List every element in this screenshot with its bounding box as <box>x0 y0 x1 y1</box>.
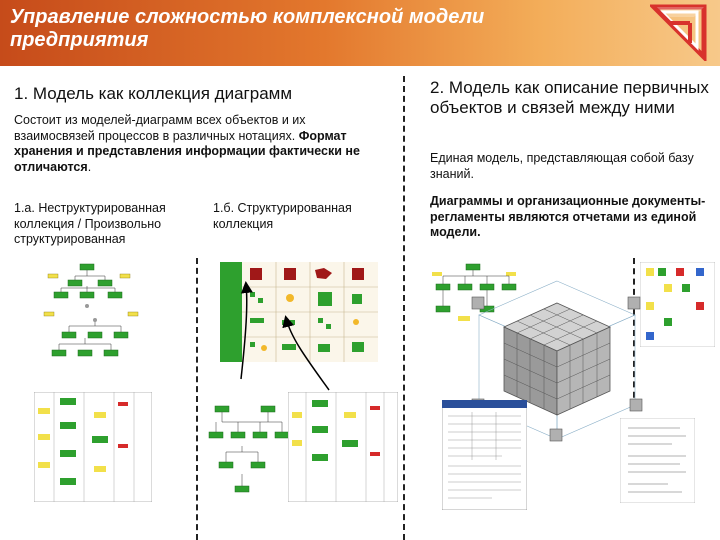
header-band: Управление сложностью комплексной модели… <box>0 0 720 66</box>
page-title-line-1: Управление сложностью комплексной модели <box>10 6 485 28</box>
right-heading: 2. Модель как описание первичных объекто… <box>430 78 709 117</box>
structured-swimlane-thumbnail <box>288 392 398 502</box>
page-title: Управление сложностью комплексной модели… <box>10 6 570 52</box>
report-diagram-thumbnail <box>432 263 517 321</box>
process-diagram-thumbnail <box>43 263 139 357</box>
left-description: Состоит из моделей-диаграмм всех объекто… <box>14 113 374 175</box>
swimlane-diagram-thumbnail <box>34 392 152 502</box>
regulation-document-thumbnail <box>442 400 527 510</box>
regulation-text-thumbnail <box>620 418 695 503</box>
subheading-unstructured: 1.а. Неструктурированная коллекция / Про… <box>14 201 166 246</box>
right-description: Единая модель, представляющая собой базу… <box>430 151 694 181</box>
divider-right <box>633 258 635 408</box>
left-description-end: . <box>87 159 92 174</box>
impossible-triangle-logo-icon <box>650 4 707 61</box>
left-description-bold: Формат хранения и представления информац… <box>14 128 360 174</box>
knowledge-base-cube-graphic <box>471 280 643 442</box>
structured-collection-matrix-thumbnail <box>220 262 378 362</box>
divider-left-column <box>196 258 198 540</box>
right-description-bold: Диаграммы и организационные документы-ре… <box>430 194 706 239</box>
left-heading: 1. Модель как коллекция диаграмм <box>14 84 293 103</box>
report-matrix-thumbnail <box>640 262 715 347</box>
divider-middle <box>403 76 405 540</box>
structured-diagram-thumbnail <box>208 405 290 493</box>
subheading-structured: 1.б. Структурированная коллекция <box>213 201 352 231</box>
left-description-text: Состоит из моделей-диаграмм всех объекто… <box>14 113 306 143</box>
page-title-line-2: предприятия <box>10 29 149 51</box>
